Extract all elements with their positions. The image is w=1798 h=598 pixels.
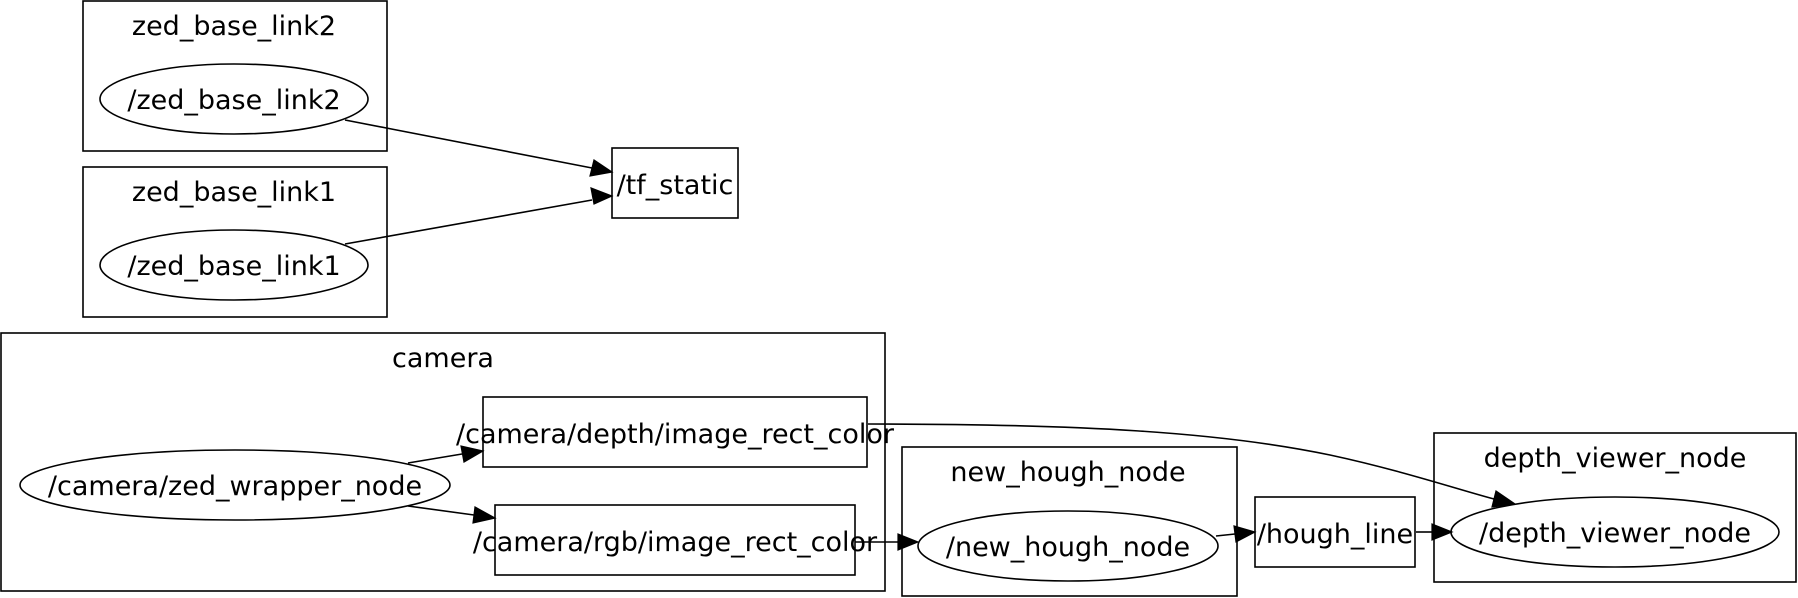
edge-zed-wrapper-to-rgb: [407, 505, 497, 524]
cluster-new-hough-node: new_hough_node: [901, 446, 1238, 597]
cluster-title: depth_viewer_node: [1484, 443, 1747, 474]
node-label: /new_hough_node: [946, 532, 1190, 563]
node-label: /depth_viewer_node: [1479, 518, 1751, 549]
cluster-title: new_hough_node: [950, 457, 1185, 488]
node-zed-base-link1[interactable]: /zed_base_link1: [99, 229, 369, 301]
cluster-title: zed_base_link2: [132, 11, 336, 42]
edge-depth-to-depth-viewer: [867, 423, 1517, 508]
node-label: /zed_base_link1: [127, 251, 340, 282]
edge-new-hough-node-to-hough-line: [1215, 525, 1257, 543]
node-rgb-image-rect-color[interactable]: /camera/rgb/image_rect_color: [473, 504, 878, 576]
node-zed-wrapper-node[interactable]: /camera/zed_wrapper_node: [19, 449, 451, 521]
edge-zed-wrapper-to-depth: [407, 445, 485, 464]
cluster-zed-base-link1: zed_base_link1: [82, 166, 388, 318]
edge-rgb-to-new-hough-node: [855, 533, 920, 551]
node-zed-base-link2[interactable]: /zed_base_link2: [99, 63, 369, 135]
cluster-depth-viewer-node: depth_viewer_node: [1433, 432, 1797, 583]
node-label: /camera/zed_wrapper_node: [48, 471, 422, 502]
node-label: /zed_base_link2: [127, 85, 340, 116]
cluster-title: zed_base_link1: [132, 177, 336, 208]
node-depth-viewer-node[interactable]: /depth_viewer_node: [1450, 496, 1780, 568]
node-tf-static[interactable]: /tf_static: [611, 147, 739, 219]
node-label: /hough_line: [1257, 519, 1413, 550]
cluster-title: camera: [392, 343, 494, 374]
edge-zed-base-link1-to-tf-static: [344, 187, 614, 245]
node-hough-line[interactable]: /hough_line: [1254, 496, 1416, 568]
node-label: /tf_static: [617, 170, 734, 201]
node-label: /camera/depth/image_rect_color: [456, 419, 895, 450]
cluster-camera: camera: [0, 332, 886, 592]
edge-hough-line-to-depth-viewer: [1416, 523, 1454, 541]
edge-zed-base-link2-to-tf-static: [344, 119, 614, 177]
node-new-hough-node[interactable]: /new_hough_node: [917, 510, 1219, 582]
node-label: /camera/rgb/image_rect_color: [473, 527, 878, 558]
node-depth-image-rect-color[interactable]: /camera/depth/image_rect_color: [456, 396, 895, 468]
cluster-zed-base-link2: zed_base_link2: [82, 0, 388, 152]
